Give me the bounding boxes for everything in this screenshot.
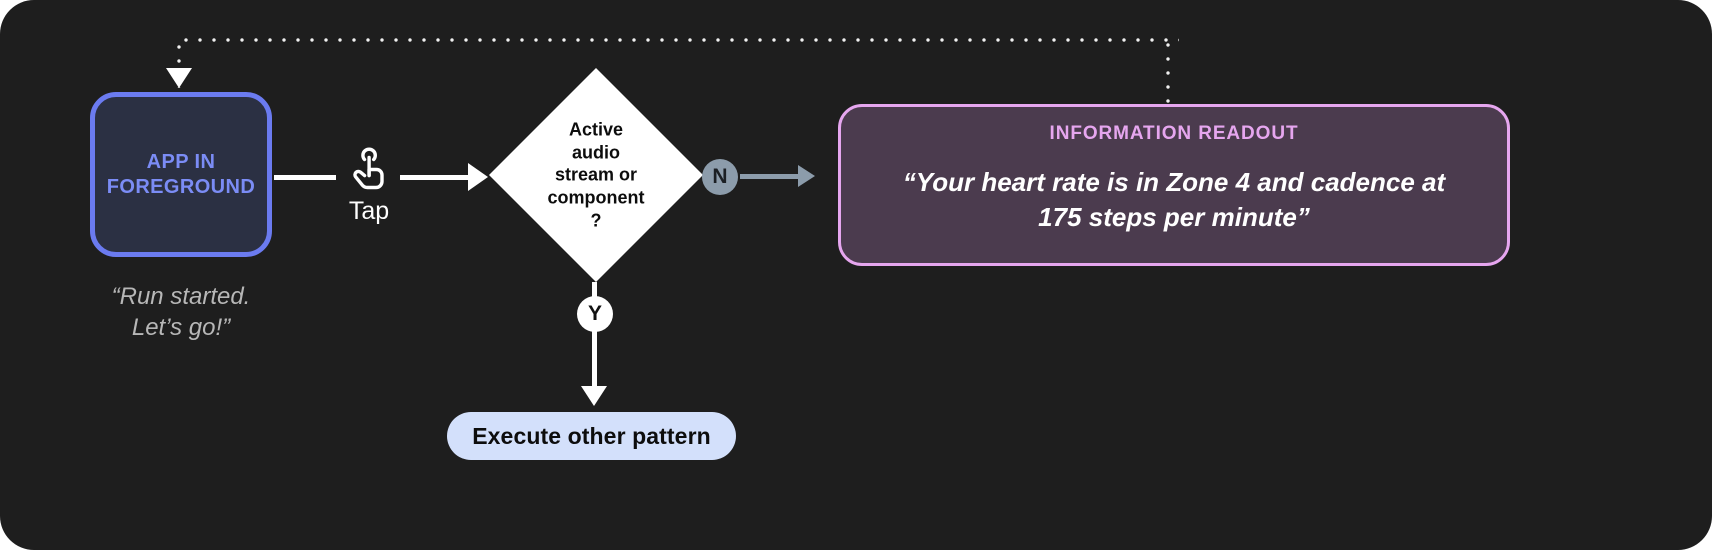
feedback-loop-arrowhead-icon bbox=[166, 68, 192, 88]
node-decision-audio-stream[interactable]: Active audio stream or component ? bbox=[489, 68, 703, 282]
node-app-in-foreground-caption: “Run started. Let’s go!” bbox=[111, 283, 251, 341]
tap-gesture-icon bbox=[353, 147, 384, 190]
connector-decision-arrowhead-icon bbox=[468, 163, 488, 191]
connector-app-to-tap bbox=[274, 175, 336, 180]
connector-yes-arrowhead-icon bbox=[581, 386, 607, 406]
connector-yes-to-execute bbox=[592, 330, 597, 388]
connector-no-to-readout bbox=[740, 174, 802, 179]
panel-information-readout-title: INFORMATION READOUT bbox=[1049, 123, 1299, 144]
node-decision-label: Active audio stream or component ? bbox=[547, 119, 645, 231]
node-execute-other-pattern-label: Execute other pattern bbox=[472, 422, 711, 449]
feedback-loop-vertical-left-segment bbox=[177, 40, 181, 88]
panel-information-readout-message: “Your heart rate is in Zone 4 and cadenc… bbox=[902, 167, 1446, 232]
connector-no-arrowhead-icon bbox=[798, 165, 815, 187]
node-app-in-foreground[interactable]: APP IN FOREGROUND bbox=[90, 92, 272, 257]
interaction-tap-label: Tap bbox=[348, 197, 390, 225]
connector-tap-to-decision bbox=[400, 175, 474, 180]
branch-badge-yes[interactable]: Y bbox=[577, 296, 613, 332]
node-app-in-foreground-label: APP IN FOREGROUND bbox=[106, 150, 256, 198]
branch-badge-no[interactable]: N bbox=[702, 159, 738, 195]
decision-diamond-shape bbox=[489, 68, 703, 282]
feedback-loop-horizontal-segment bbox=[179, 38, 1179, 42]
node-execute-other-pattern[interactable]: Execute other pattern bbox=[447, 412, 736, 460]
feedback-loop-vertical-right-segment bbox=[1166, 38, 1170, 106]
interaction-tap[interactable]: Tap bbox=[336, 145, 402, 226]
connector-decision-to-yes bbox=[592, 282, 597, 298]
panel-information-readout[interactable]: INFORMATION READOUT “Your heart rate is … bbox=[838, 104, 1510, 266]
